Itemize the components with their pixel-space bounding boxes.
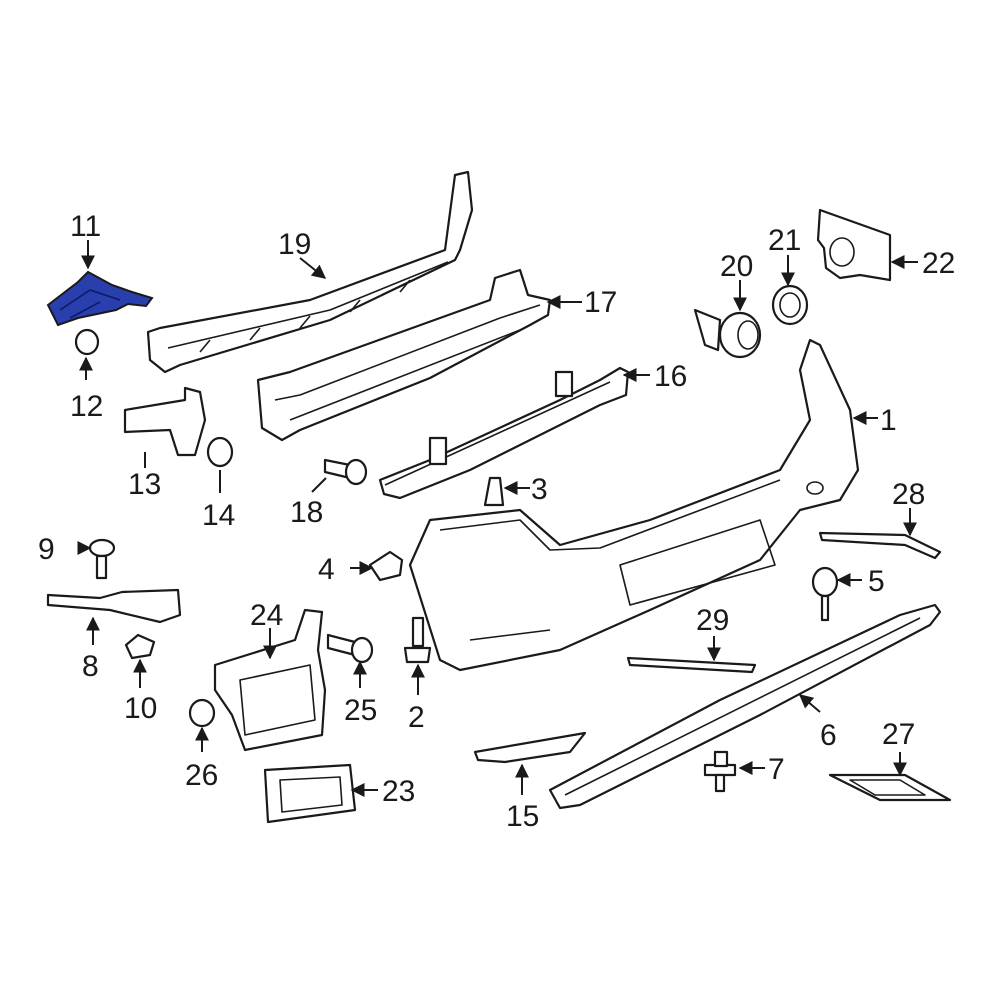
callout-22: 22 bbox=[922, 247, 955, 280]
part-2-bolt[interactable] bbox=[403, 616, 432, 664]
part-23-control-module[interactable] bbox=[263, 763, 357, 824]
callout-18: 18 bbox=[290, 496, 323, 529]
part-20-parking-sensor[interactable] bbox=[693, 308, 762, 359]
part-3-push-pin[interactable] bbox=[483, 476, 505, 507]
callout-2: 2 bbox=[408, 701, 425, 734]
callout-17: 17 bbox=[584, 286, 617, 319]
callout-5: 5 bbox=[868, 565, 885, 598]
callout-20: 20 bbox=[720, 250, 753, 283]
part-13-bracket[interactable] bbox=[123, 386, 207, 457]
part-1-bumper-cover[interactable] bbox=[408, 338, 860, 672]
part-21-sensor-ring[interactable] bbox=[771, 284, 809, 326]
part-27-trim-panel[interactable] bbox=[828, 773, 952, 802]
callout-28: 28 bbox=[892, 478, 925, 511]
callout-21: 21 bbox=[768, 224, 801, 257]
leader-lines bbox=[77, 240, 918, 797]
part-6-lower-diffuser[interactable] bbox=[548, 603, 942, 810]
part-15-reflector[interactable] bbox=[473, 731, 587, 764]
part-16-lower-reinforcement[interactable] bbox=[378, 366, 630, 500]
callout-13: 13 bbox=[128, 468, 161, 501]
callout-3: 3 bbox=[531, 473, 548, 506]
part-9-screw[interactable] bbox=[88, 538, 116, 580]
callout-27: 27 bbox=[882, 718, 915, 751]
part-18-bolt[interactable] bbox=[323, 458, 368, 486]
part-19-energy-absorber[interactable] bbox=[146, 170, 474, 374]
part-25-bolt[interactable] bbox=[326, 633, 374, 664]
callout-10: 10 bbox=[124, 692, 157, 725]
part-26-nut[interactable] bbox=[188, 698, 216, 728]
part-11-bumper-bracket-highlighted[interactable] bbox=[46, 270, 154, 327]
callout-6: 6 bbox=[820, 719, 837, 752]
callout-26: 26 bbox=[185, 759, 218, 792]
part-17-bumper-reinforcement[interactable] bbox=[256, 268, 552, 442]
part-8-lower-bracket[interactable] bbox=[46, 588, 182, 624]
part-22-sensor-bracket[interactable] bbox=[816, 208, 892, 282]
part-29-trim-strip[interactable] bbox=[626, 656, 757, 674]
part-10-clip-nut[interactable] bbox=[124, 633, 156, 660]
part-5-cap[interactable] bbox=[811, 566, 839, 622]
callout-9: 9 bbox=[38, 533, 55, 566]
callout-11: 11 bbox=[70, 210, 101, 243]
part-7-clip[interactable] bbox=[703, 750, 737, 793]
callout-14: 14 bbox=[202, 499, 235, 532]
callout-8: 8 bbox=[82, 650, 99, 683]
callout-23: 23 bbox=[382, 775, 415, 808]
callout-29: 29 bbox=[696, 604, 729, 637]
callout-24: 24 bbox=[250, 599, 283, 632]
part-24-module-bracket[interactable] bbox=[213, 608, 327, 752]
callout-25: 25 bbox=[344, 694, 377, 727]
part-12-nut[interactable] bbox=[74, 328, 100, 356]
part-28-molding[interactable] bbox=[818, 531, 942, 560]
callout-16: 16 bbox=[654, 360, 687, 393]
callout-7: 7 bbox=[768, 753, 785, 786]
callout-1: 1 bbox=[880, 404, 897, 437]
callout-4: 4 bbox=[318, 553, 335, 586]
callout-labels: 11 19 17 16 1 3 4 12 13 14 18 9 8 10 24 … bbox=[38, 210, 955, 833]
part-14-nut[interactable] bbox=[206, 436, 234, 468]
part-4-clip-nut[interactable] bbox=[368, 550, 404, 582]
callout-19: 19 bbox=[278, 228, 311, 261]
callout-12: 12 bbox=[70, 390, 103, 423]
callout-15: 15 bbox=[506, 800, 539, 833]
